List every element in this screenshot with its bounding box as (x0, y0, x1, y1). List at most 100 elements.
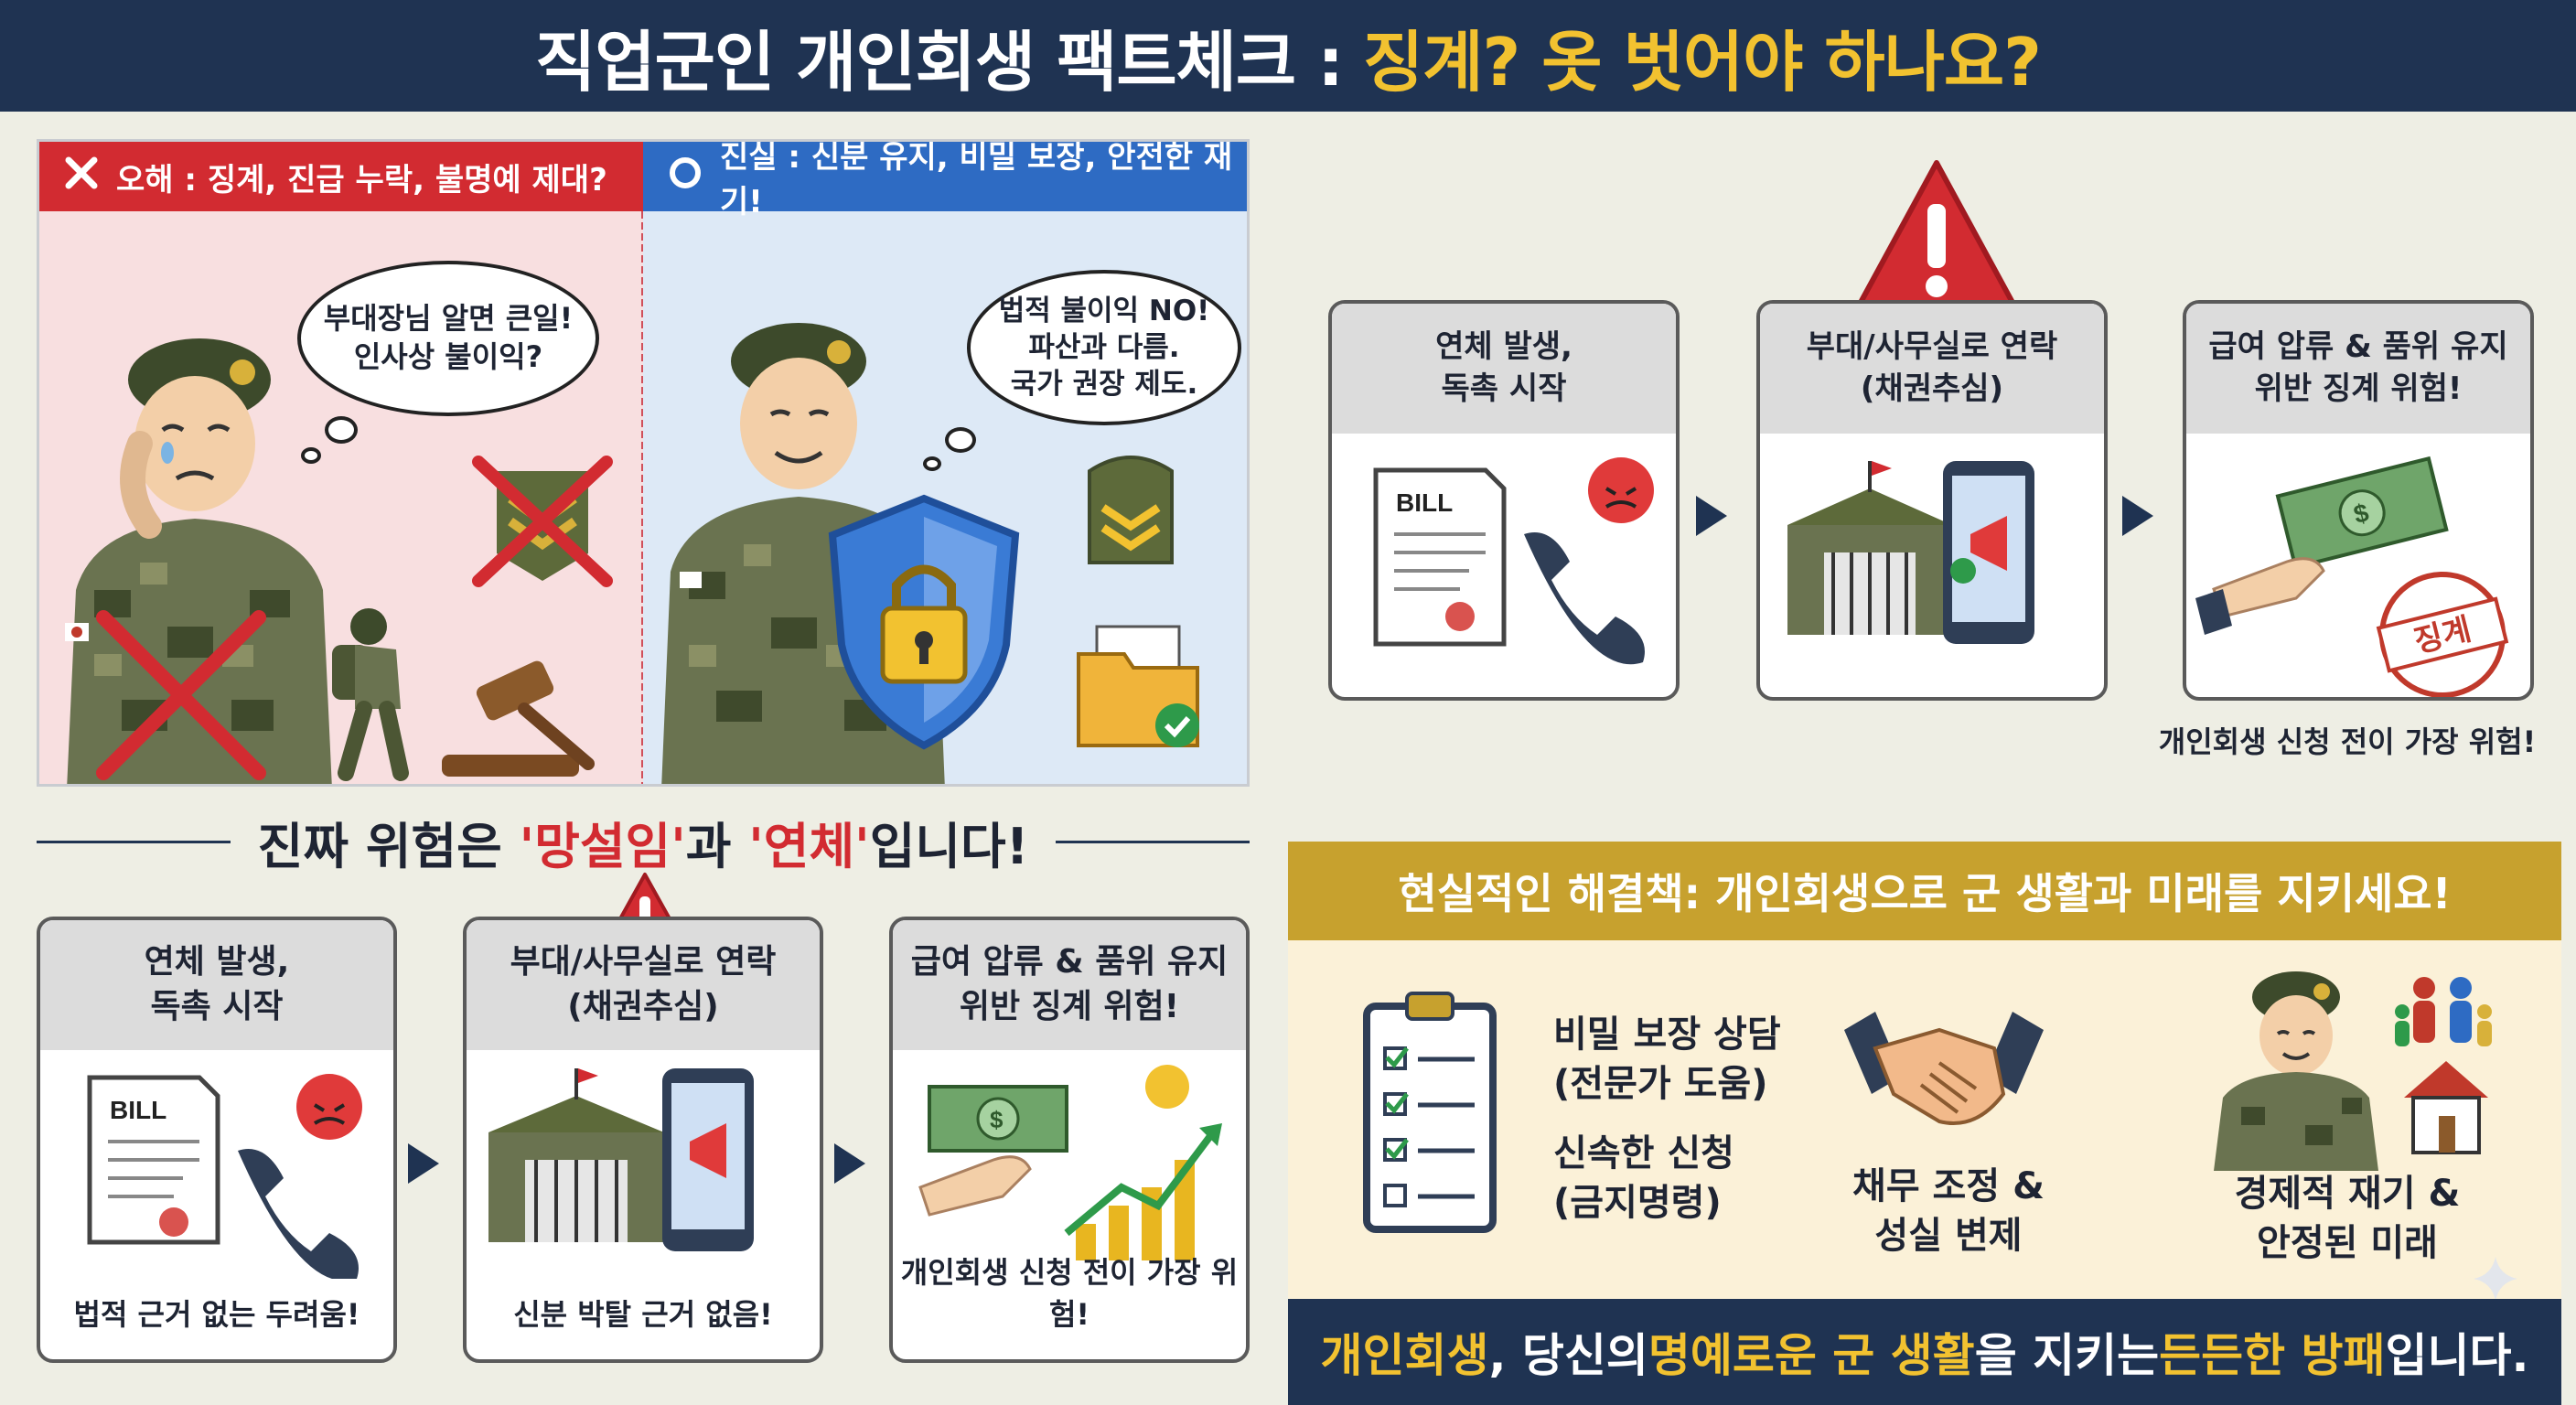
solution-item-filing: 신속한 신청 (금지명령) (1553, 1129, 1734, 1228)
cash-disciplinary-stamp-icon: $ 징계 (2195, 456, 2509, 697)
myth-bubble-line: 부대장님 알면 큰일! (323, 301, 574, 337)
myth-header: 오해 : 징계, 진급 누락, 불명예 제대? (39, 142, 643, 211)
sparkle-icon (2474, 1257, 2517, 1301)
step-note: 신분 박탈 근거 없음! (513, 1297, 773, 1332)
step-title: 부대/사무실로 연락(채권추심) (1760, 304, 2104, 434)
flow-arrow-icon (408, 1143, 439, 1184)
thought-puff (301, 447, 321, 464)
footer-text: , 당신의 (1488, 1329, 1648, 1382)
step-title-line: 연체 발생, (144, 943, 290, 981)
truth-header: 진실 : 신분 유지, 비밀 보장, 안전한 재기! (643, 142, 1247, 220)
step-title-line: 위반 징계 위험! (2254, 370, 2463, 407)
danger-prefix: 진짜 위험은 (257, 817, 520, 875)
page-title: 직업군인 개인회생 팩트체크 : (535, 23, 1344, 101)
solution-line: 안정된 미래 (2257, 1222, 2438, 1264)
divider-rule (37, 840, 231, 843)
svg-text:$: $ (990, 1106, 1004, 1133)
flow-arrow-icon (1696, 496, 1727, 536)
cross-icon (63, 155, 100, 199)
step-note: 개인회생 신청 전이 가장 위험! (900, 1255, 1239, 1332)
step-card-2: 부대/사무실로 연락 (채권추심) 신분 박탈 근거 없음! (463, 917, 823, 1363)
danger-word-hesitation: '망설임' (519, 817, 686, 875)
myth-speech-bubble: 부대장님 알면 큰일!인사상 불이익? (297, 261, 599, 416)
step-title-line: (채권추심) (567, 988, 719, 1025)
shield-lock-icon (828, 494, 1020, 750)
bill-call-icon: BILL (1373, 457, 1654, 665)
solution-line: 신속한 신청 (1553, 1132, 1734, 1174)
flow-arrow-icon (834, 1143, 865, 1184)
solution-line: 경제적 재기 & (2234, 1173, 2461, 1215)
myth-section: 오해 : 징계, 진급 누락, 불명예 제대? 부대장님 알면 큰일!인사상 불… (39, 142, 643, 784)
page-header: 직업군인 개인회생 팩트체크 : 징계? 옷 벗어야 하나요? (0, 0, 2576, 112)
rank-insignia-icon (1088, 456, 1174, 564)
danger-headline: 진짜 위험은 '망설임'과 '연체'입니다! (37, 805, 1250, 878)
departing-soldier-icon (332, 608, 409, 781)
secure-folder-icon (1077, 625, 1199, 747)
truth-bubble-line: 국가 권장 제도. (1010, 368, 1198, 402)
danger-mid: 과 (685, 817, 749, 875)
danger-text: 진짜 위험은 '망설임'과 '연체'입니다! (258, 806, 1029, 878)
myth-truth-panel: 오해 : 징계, 진급 누락, 불명예 제대? 부대장님 알면 큰일!인사상 불… (37, 139, 1250, 787)
thought-puff (325, 416, 358, 444)
right-step-card-2: 부대/사무실로 연락(채권추심) (1756, 300, 2108, 701)
step-title-line: 부대/사무실로 연락 (1806, 328, 2058, 366)
step-title-line: 부대/사무실로 연락 (510, 943, 777, 981)
military-base-phone-icon (1787, 461, 2034, 644)
solution-line: (금지명령) (1553, 1182, 1722, 1224)
step-title-line: 독촉 시작 (150, 988, 284, 1025)
footer-highlight: 든든한 방패 (2159, 1329, 2386, 1382)
myth-label: 오해 : 징계, 진급 누락, 불명예 제대? (116, 161, 607, 198)
page-title-highlight: 징계? 옷 벗어야 하나요? (1362, 23, 2042, 101)
step-note: 법적 근거 없는 두려움! (73, 1297, 360, 1332)
bill-call-icon: BILL (87, 1074, 362, 1279)
solution-item-recovery: 경제적 재기 & 안정된 미래 (2219, 1169, 2475, 1268)
soldier-family-home-icon (2214, 971, 2492, 1171)
worried-soldier-icon (65, 338, 332, 784)
step-card-1: 연체 발생, 독촉 시작 BILL 법적 근거 없는 두려움! (37, 917, 397, 1363)
bill-label: BILL (110, 1096, 166, 1124)
truth-bubble-line: 파산과 다름. (1028, 330, 1180, 364)
truth-speech-bubble: 법적 불이익 NO!파산과 다름. 국가 권장 제도. (967, 270, 1241, 425)
right-step-card-1: 연체 발생, 독촉 시작 BILL (1328, 300, 1680, 701)
bill-label: BILL (1396, 488, 1453, 517)
myth-bubble-line: 인사상 불이익? (353, 339, 543, 374)
solution-line: (전문가 도움) (1553, 1063, 1768, 1105)
footer-highlight: 명예로운 군 생활 (1648, 1329, 1975, 1382)
footer-text: 입니다. (2385, 1329, 2529, 1382)
truth-section: 진실 : 신분 유지, 비밀 보장, 안전한 재기! 법적 불이익 NO!파산과… (643, 142, 1247, 784)
step-title: 연체 발생, 독촉 시작 (1332, 304, 1676, 434)
step-title-line: 위반 징계 위험! (959, 988, 1180, 1025)
cash-growth-chart-icon: $ (918, 1065, 1222, 1260)
solution-line: 성실 변제 (1874, 1215, 2023, 1257)
step-title: 부대/사무실로 연락 (채권추심) (467, 920, 820, 1050)
solution-line: 비밀 보장 상담 (1553, 1014, 1781, 1056)
crossed-rank-insignia-icon (472, 456, 613, 587)
right-step-note: 개인회생 신청 전이 가장 위험! (2158, 724, 2537, 759)
danger-word-delinquency: '연체' (748, 817, 870, 875)
divider-rule (1056, 840, 1250, 843)
solution-line: 채무 조정 & (1852, 1165, 2045, 1207)
step-title-line: 연체 발생, (1435, 328, 1572, 366)
truth-bubble-line: 법적 불이익 NO! (998, 294, 1210, 327)
thought-puff (923, 456, 941, 471)
checklist-clipboard-icon (1363, 992, 1497, 1233)
solution-title: 현실적인 해결책: 개인회생으로 군 생활과 미래를 지키세요! (1288, 842, 2561, 940)
gavel-icon (442, 660, 595, 777)
step-title-line: 급여 압류 & 품위 유지 (2208, 328, 2508, 366)
danger-suffix: 입니다! (869, 817, 1029, 875)
step-title: 연체 발생, 독촉 시작 (40, 920, 393, 1050)
circle-icon (667, 155, 703, 199)
handshake-icon (1844, 1012, 2044, 1125)
solution-item-consult: 비밀 보장 상담 (전문가 도움) (1553, 1010, 1781, 1109)
step-title-line: 독촉 시작 (1441, 370, 1567, 407)
warning-icon (1854, 160, 2019, 312)
thought-puff (945, 427, 976, 453)
solution-item-adjust: 채무 조정 & 성실 변제 (1830, 1162, 2067, 1260)
truth-label: 진실 : 신분 유지, 비밀 보장, 안전한 재기! (720, 139, 1233, 220)
footer-text: 을 지키는 (1974, 1329, 2160, 1382)
